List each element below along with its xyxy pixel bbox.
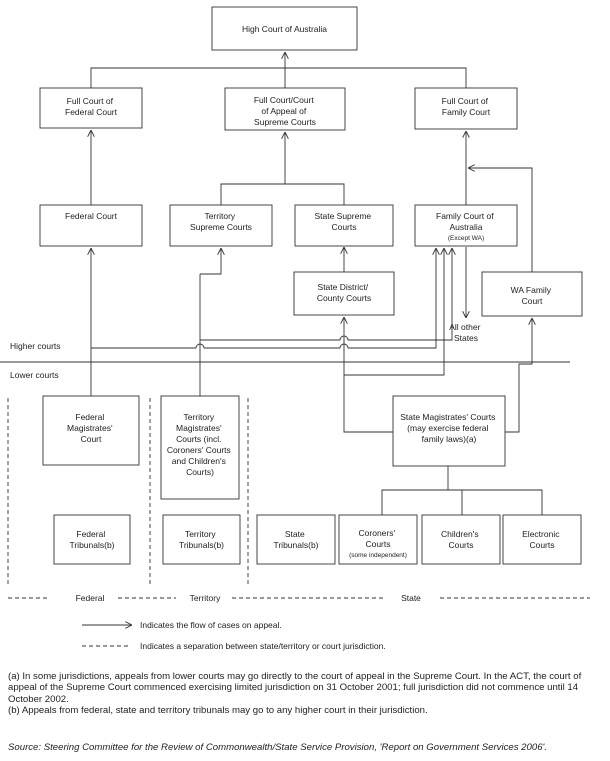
state-magistrates-label: State Magistrates' Courts (may exercise … xyxy=(400,412,498,444)
full-family-box xyxy=(414,87,518,130)
footnote-a: (a) In some jurisdictions, appeals from … xyxy=(8,671,582,705)
state-section-label: State xyxy=(401,593,421,603)
childrens-label: Children's Courts xyxy=(441,529,481,550)
territory-magistrates-box xyxy=(160,395,240,500)
box-shapes xyxy=(39,6,583,565)
territory-supreme-label: Territory Supreme Courts xyxy=(190,211,252,232)
footnote-b: (b) Appeals from federal, state and terr… xyxy=(8,705,428,717)
high-court-label: High Court of Australia xyxy=(242,24,327,34)
arrow-state-mag-to-wa-family xyxy=(505,318,532,433)
wa-family-label: WA Family Court xyxy=(511,285,554,306)
full-supreme-label: Full Court/Court of Appeal of Supreme Co… xyxy=(254,95,316,127)
court-hierarchy-diagram: High Court of Australia Full Court of Fe… xyxy=(0,6,590,651)
territory-tribunals-label: Territory Tribunals(b) xyxy=(179,529,224,550)
territory-section-label: Territory xyxy=(190,593,221,603)
lower-courts-label: Lower courts xyxy=(10,370,59,380)
family-court-box xyxy=(414,204,518,247)
state-tribunals-box xyxy=(256,514,336,565)
state-supreme-box xyxy=(294,204,394,247)
full-federal-box xyxy=(39,87,143,129)
arrow-territory-mag-to-supreme xyxy=(200,248,221,275)
state-supreme-label: State Supreme Courts xyxy=(314,211,373,232)
legend-appeal-text: Indicates the flow of cases on appeal. xyxy=(140,620,282,630)
electronic-box xyxy=(502,514,582,565)
territory-magistrates-label: Territory Magistrates' Courts (incl. Cor… xyxy=(167,412,233,477)
all-other-states-label: All other States xyxy=(449,322,483,343)
territory-tribunals-box xyxy=(162,514,241,565)
family-court-note: (Except WA) xyxy=(448,235,484,242)
federal-magistrates-box xyxy=(42,395,140,466)
wa-family-box xyxy=(481,271,583,317)
federal-section-label: Federal xyxy=(76,593,105,603)
state-district-box xyxy=(293,271,395,316)
connector-lines xyxy=(0,52,570,515)
coroners-note: (some independent) xyxy=(349,552,407,559)
family-court-label: Family Court of Australia xyxy=(436,211,496,232)
federal-tribunals-label: Federal Tribunals(b) xyxy=(69,529,114,550)
arrow-wa-to-full-family xyxy=(468,168,533,272)
high-court-box xyxy=(211,6,358,51)
jurisdiction-separators xyxy=(7,398,590,647)
arrow-territory-mag-to-family-court xyxy=(200,248,452,341)
federal-tribunals-box xyxy=(53,514,131,565)
coroners-box xyxy=(338,514,418,565)
source-note: Source: Steering Committee for the Revie… xyxy=(8,742,548,753)
electronic-label: Electronic Courts xyxy=(522,529,562,550)
full-family-label: Full Court of Family Court xyxy=(442,96,491,117)
childrens-box xyxy=(421,514,501,565)
state-magistrates-box xyxy=(392,395,506,467)
full-supreme-box xyxy=(224,87,346,131)
federal-magistrates-label: Federal Magistrates' Court xyxy=(67,412,115,444)
state-district-label: State District/ County Courts xyxy=(317,282,371,303)
full-federal-label: Full Court of Federal Court xyxy=(65,96,118,117)
federal-court-label: Federal Court xyxy=(65,211,118,221)
supreme-connector xyxy=(220,183,345,205)
footnotes: (a) In some jurisdictions, appeals from … xyxy=(8,671,604,717)
territory-supreme-box xyxy=(169,204,273,247)
higher-courts-label: Higher courts xyxy=(10,341,61,351)
legend-separation-text: Indicates a separation between state/ter… xyxy=(140,641,386,651)
arrow-fed-mag-to-family-court xyxy=(91,248,436,349)
state-tribunals-label: State Tribunals(b) xyxy=(273,529,318,550)
top-connector xyxy=(90,67,467,88)
coroners-label: Coroners' Courts xyxy=(359,528,398,549)
federal-court-box xyxy=(39,204,143,247)
